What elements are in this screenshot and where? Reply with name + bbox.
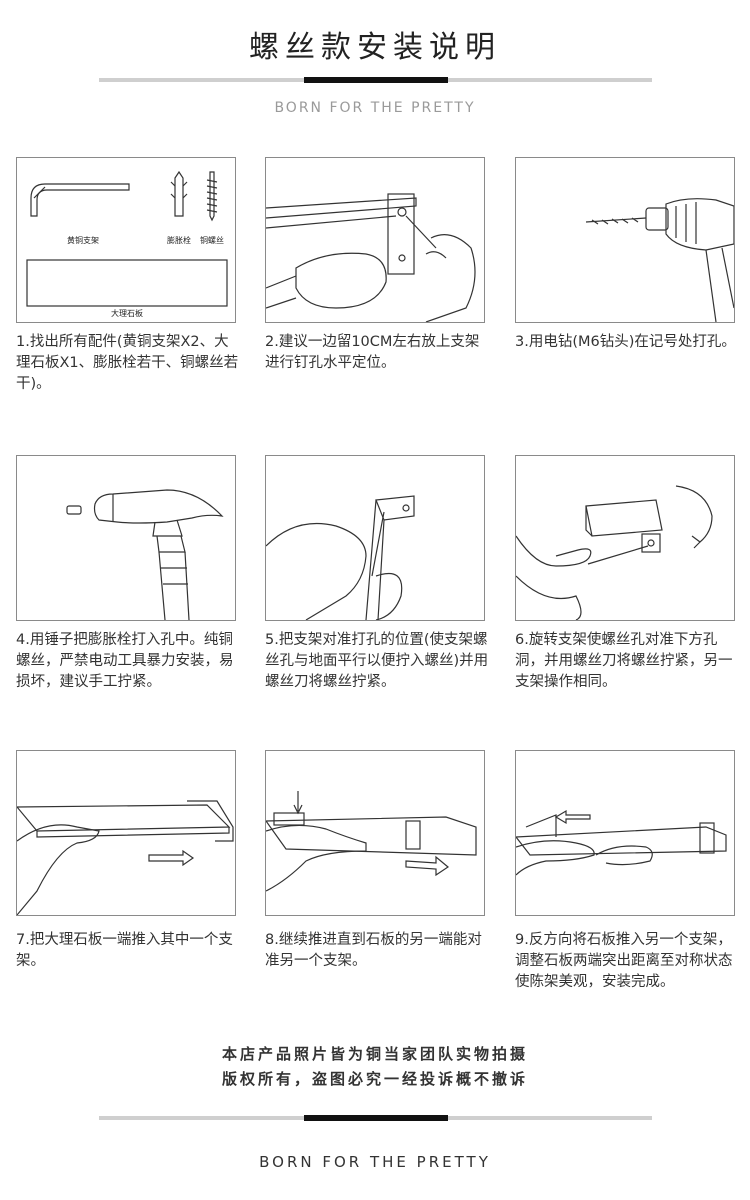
step-5-illustration — [265, 455, 485, 621]
step-7-illustration — [16, 750, 236, 916]
header-divider — [99, 77, 652, 83]
step-2-illustration — [265, 157, 485, 323]
step-5-caption: 5.把支架对准打孔的位置(使支架螺丝孔与地面平行以便拧入螺丝)并用螺丝刀将螺丝拧… — [265, 632, 489, 690]
footer-divider — [99, 1115, 652, 1121]
copyright-notice-line-2: 版权所有，盗图必究一经投诉概不撤诉 — [221, 1070, 528, 1088]
step-2-caption: 2.建议一边留10CM左右放上支架进行钉孔水平定位。 — [265, 334, 480, 371]
step-7-caption: 7.把大理石板一端推入其中一个支架。 — [16, 932, 233, 969]
part-label-screw: 铜螺丝 — [200, 235, 224, 245]
step-6-caption: 6.旋转支架使螺丝孔对准下方孔洞，并用螺丝刀将螺丝拧紧，另一支架操作相同。 — [515, 632, 733, 690]
step-3-caption: 3.用电钻(M6钻头)在记号处打孔。 — [515, 334, 736, 350]
step-3-illustration — [515, 157, 735, 323]
step-8-caption: 8.继续推进直到石板的另一端能对准另一个支架。 — [265, 932, 482, 969]
step-1-caption: 1.找出所有配件(黄铜支架X2、大理石板X1、膨胀栓若干、铜螺丝若干)。 — [16, 334, 239, 392]
part-label-board: 大理石板 — [111, 308, 143, 318]
step-1-illustration: 黄铜支架 膨胀栓 铜螺丝 大理石板 — [16, 157, 236, 323]
part-label-bracket: 黄铜支架 — [67, 235, 99, 245]
footer-subtitle: BORN FOR THE PRETTY — [259, 1153, 491, 1171]
header-subtitle: BORN FOR THE PRETTY — [274, 100, 476, 116]
page-title: 螺丝款安装说明 — [249, 30, 501, 65]
step-4-caption: 4.用锤子把膨胀栓打入孔中。纯铜螺丝，严禁电动工具暴力安装，易损坏，建议手工拧紧… — [16, 632, 234, 690]
step-9-illustration — [515, 750, 735, 916]
step-8-illustration — [265, 750, 485, 916]
step-4-illustration — [16, 455, 236, 621]
part-label-anchor: 膨胀栓 — [167, 235, 191, 245]
step-9-caption: 9.反方向将石板推入另一个支架，调整石板两端突出距离至对称状态使陈架美观，安装完… — [515, 932, 733, 990]
step-6-illustration — [515, 455, 735, 621]
copyright-notice-line-1: 本店产品照片皆为铜当家团队实物拍摄 — [221, 1045, 528, 1063]
